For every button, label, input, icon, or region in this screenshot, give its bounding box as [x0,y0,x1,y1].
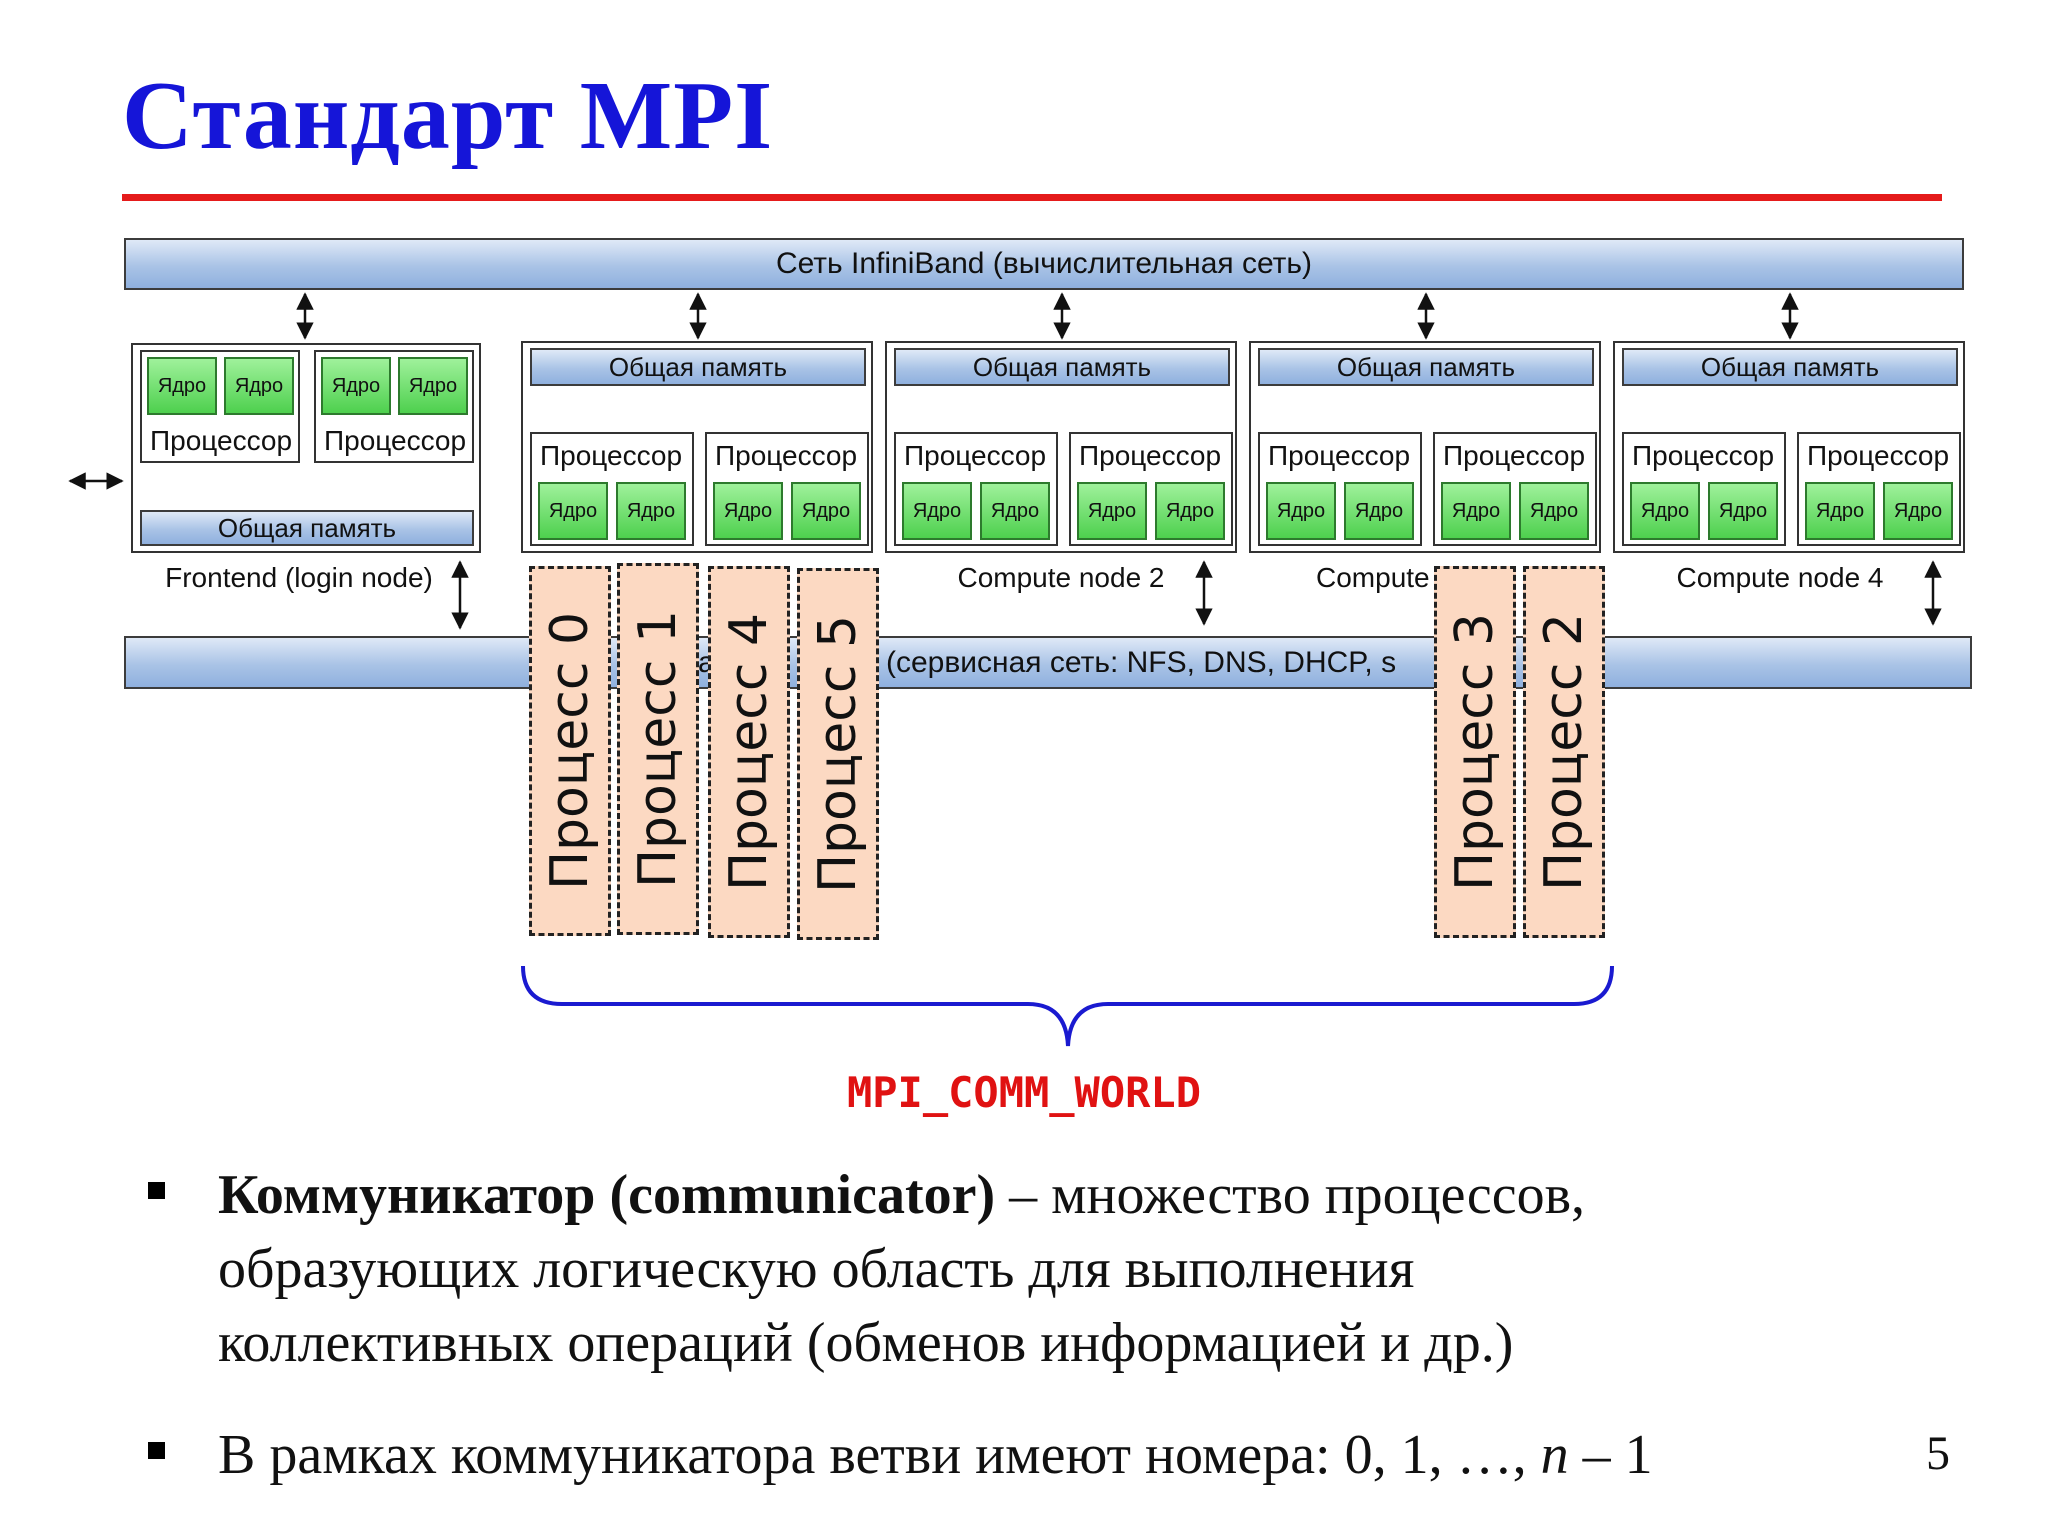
frontend-processor-2: Ядро Ядро Процессор [314,350,474,463]
process-label: Процесс 0 [540,611,600,891]
core: Ядро [616,482,686,540]
bullet-1-term: Коммуникатор (communicator) [218,1164,996,1226]
bullet-marker [148,1182,165,1199]
bullet-1-line3: коллективных операций (обменов информаци… [218,1312,1514,1374]
processor-label: Процессор [1268,440,1411,471]
shared-memory-bar: Общая память [530,348,866,386]
bullet-2-text: В рамках коммуникатора ветви имеют номер… [218,1424,1541,1486]
process-label: Процесс 1 [628,609,688,889]
process-label: Процесс 4 [719,612,779,892]
processor-box: Процессор Ядро Ядро [705,432,869,546]
process-box: Процесс 0 [529,566,611,936]
processor-label: Процессор [715,440,858,471]
processor-label: Процессор [324,425,467,456]
core: Ядро [713,482,783,540]
process-box: Процесс 5 [797,568,879,940]
core: Ядро [1708,482,1778,540]
bullet-1-text: – множество процессов, [995,1164,1586,1226]
compute-node-2-label: Compute node 2 [957,562,1165,593]
processor-label: Процессор [1079,440,1222,471]
shared-memory-bar: Общая память [894,348,1230,386]
compute-node-2: Общая память Процессор Ядро Ядро Процесс… [885,341,1237,553]
compute-node-3: Общая память Процессор Ядро Ядро Процесс… [1249,341,1601,553]
core: Ядро [1441,482,1511,540]
core: Ядро [538,482,608,540]
frontend-node: Ядро Ядро Процессор Ядро Ядро Процессор … [131,343,481,553]
page-title: Стандарт MPI [122,62,774,170]
compute-node-4: Общая память Процессор Ядро Ядро Процесс… [1613,341,1965,553]
process-box: Процесс 3 [1434,566,1516,938]
process-label: Процесс 5 [808,614,868,894]
process-label: Процесс 3 [1445,612,1505,892]
frontend-shared-memory: Общая память [140,510,474,546]
core: Ядро [791,482,861,540]
processor-label: Процессор [540,440,683,471]
bullet-1-line2: образующих логическую область для выполн… [218,1238,1415,1300]
communicator-brace [521,965,1614,1047]
core: Ядро [398,357,468,415]
bullet-1: Коммуникатор (communicator) – множество … [218,1158,1938,1380]
shared-memory-label: Общая память [217,512,397,543]
shared-memory-bar: Общая память [1622,348,1958,386]
processor-label: Процессор [150,425,293,456]
core: Ядро [1630,482,1700,540]
shared-memory-label: Общая память [972,351,1152,382]
processor-label: Процессор [904,440,1047,471]
core: Ядро [1155,482,1225,540]
processor-label: Процессор [1807,440,1950,471]
compute-node-3-label: Compute [1316,562,1430,593]
core: Ядро [224,357,294,415]
bullet-2-end: – 1 [1568,1424,1653,1486]
bullet-2: В рамках коммуникатора ветви имеют номер… [218,1418,1653,1492]
processor-label: Процессор [1632,440,1775,471]
compute-node-4-label: Compute node 4 [1676,562,1884,593]
infiniband-network-label: Сеть InfiniBand (вычислительная сеть) [775,247,1313,280]
service-network-bar [124,636,1972,689]
process-box: Процесс 2 [1523,566,1605,938]
process-box: Процесс 4 [708,566,790,938]
process-box: Процесс 1 [617,563,699,935]
core: Ядро [1266,482,1336,540]
processor-label: Процессор [1443,440,1586,471]
core: Ядро [1883,482,1953,540]
compute-node-1: Общая память Процессор Ядро Ядро Процесс… [521,341,873,553]
core: Ядро [1519,482,1589,540]
process-label: Процесс 2 [1534,612,1594,892]
shared-memory-label: Общая память [608,351,788,382]
core: Ядро [1344,482,1414,540]
bullet-2-n: n [1540,1424,1569,1486]
core: Ядро [1077,482,1147,540]
processor-box: Процессор Ядро Ядро [1258,432,1422,546]
core: Ядро [980,482,1050,540]
processor-box: Процессор Ядро Ядро [1797,432,1961,546]
processor-box: Процессор Ядро Ядро [1622,432,1786,546]
shared-memory-label: Общая память [1700,351,1880,382]
shared-memory-bar: Общая память [1258,348,1594,386]
core: Ядро [1805,482,1875,540]
bullet-marker [148,1442,165,1459]
communicator-name: MPI_COMM_WORLD [846,1068,1201,1117]
processor-box: Процессор Ядро Ядро [530,432,694,546]
core: Ядро [902,482,972,540]
processor-box: Процессор Ядро Ядро [894,432,1058,546]
service-network-label: (сервисная сеть: NFS, DNS, DHCP, s [886,646,1397,679]
processor-box: Процессор Ядро Ядро [1433,432,1597,546]
core: Ядро [147,357,217,415]
page-number: 5 [1926,1427,1950,1480]
processor-box: Процессор Ядро Ядро [1069,432,1233,546]
infiniband-network-bar: Сеть InfiniBand (вычислительная сеть) [124,238,1964,290]
title-underline [122,194,1942,201]
core: Ядро [321,357,391,415]
frontend-processor-1: Ядро Ядро Процессор [140,350,300,463]
shared-memory-label: Общая память [1336,351,1516,382]
frontend-node-label: Frontend (login node) [165,562,433,593]
